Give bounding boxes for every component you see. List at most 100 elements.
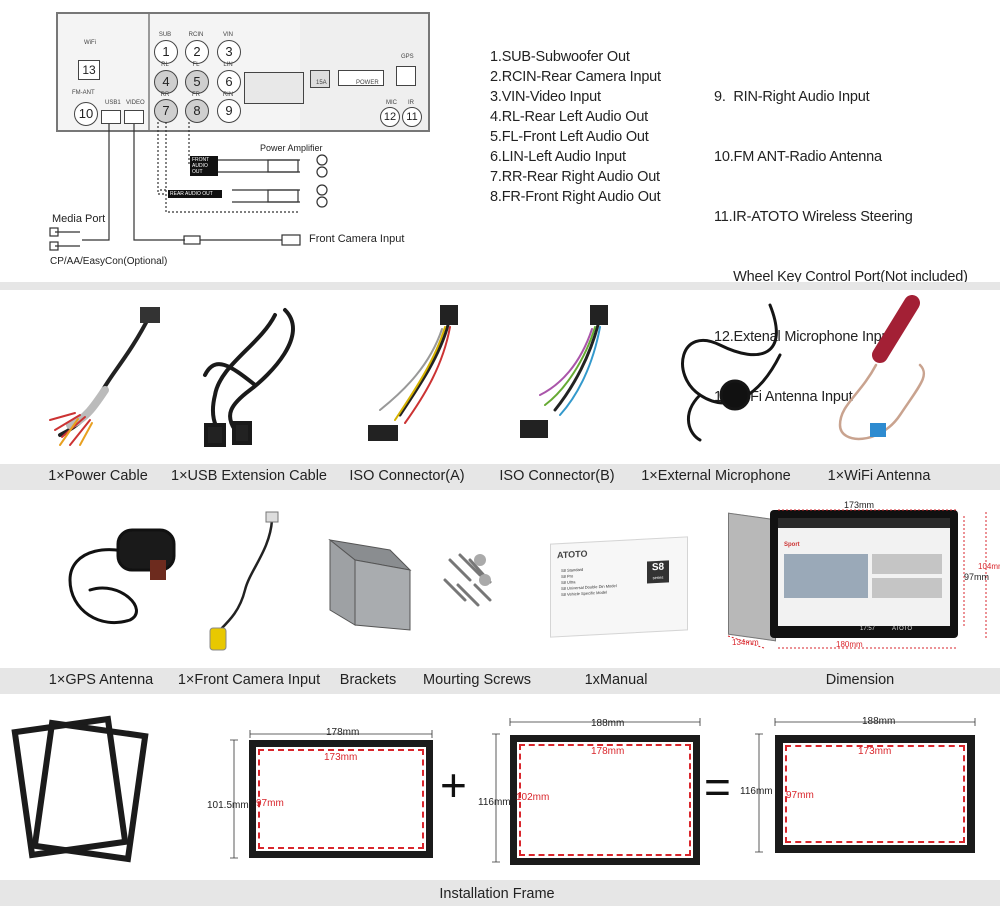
frame2-outer-height: 116mm — [478, 797, 511, 808]
manual-model: S8 — [651, 561, 665, 574]
frame1-inner-width: 173mm — [324, 752, 358, 763]
screen-photo — [784, 554, 868, 598]
pin-4: 4 — [154, 70, 178, 94]
inner-opening — [519, 744, 691, 856]
rcin-label: RCIN — [188, 32, 204, 38]
pin-12: 12 — [380, 107, 400, 127]
wiring-lines — [49, 122, 328, 251]
head-unit-rear-panel: WiFi 13 FM-ANT 10 USB1 VIDEO SUB 1 RL 4 … — [56, 12, 430, 132]
brackets-image — [328, 538, 412, 631]
pin-8: 8 — [185, 99, 209, 123]
equals-sign: = — [704, 761, 731, 813]
inner-opening — [258, 749, 424, 849]
frame2-inner-height: 102mm — [516, 792, 550, 803]
power-label: POWER — [356, 80, 379, 86]
frame1-outer-height: 101.5mm — [207, 800, 249, 811]
manual-brand: ATOTO — [557, 548, 588, 561]
legend-item: 11.IR-ATOTO Wireless Steering — [714, 209, 913, 225]
frame-combined — [775, 735, 975, 853]
gps-antenna-image — [68, 528, 176, 625]
caption-usb-extension-cable: 1×USB Extension Cable — [171, 468, 327, 484]
screen-photo — [872, 554, 942, 574]
caption-front-camera-input: 1×Front Camera Input — [177, 672, 321, 688]
wifi-antenna-image — [838, 295, 926, 441]
frame3-inner-height: 97mm — [786, 790, 814, 801]
vin-label: VIN — [222, 32, 233, 38]
caption-dimension: Dimension — [825, 672, 895, 688]
screen-section: Sport — [784, 542, 800, 548]
caption-power-cable: 1×Power Cable — [48, 468, 148, 484]
pin-10: 10 — [74, 102, 98, 126]
mounting-screws-image — [443, 553, 492, 607]
frame-outer-bezel — [510, 735, 700, 865]
dim-height-outer: 104mm — [978, 562, 1000, 571]
usb1-label: USB1 — [105, 100, 121, 106]
fuse — [310, 70, 330, 88]
legend-item: 5.FL-Front Left Audio Out — [490, 129, 649, 145]
lin-label: LIN — [223, 62, 233, 68]
frame1-outer-width: 178mm — [326, 727, 360, 738]
mic-label: MIC — [386, 100, 397, 106]
ir-label: IR — [408, 100, 414, 106]
caption-gps-antenna: 1×GPS Antenna — [48, 672, 154, 688]
pin-5: 5 — [185, 70, 209, 94]
legend-item: 1.SUB-Subwoofer Out — [490, 49, 630, 65]
rl-label: RL — [161, 62, 169, 68]
gps-label: GPS — [401, 54, 414, 60]
dim-width-top: 173mm — [844, 500, 875, 510]
front-camera-input-image — [209, 511, 279, 651]
frame2-dimension-lines — [492, 718, 701, 863]
pin-11: 11 — [402, 107, 422, 127]
caption-band-row1 — [0, 464, 1000, 490]
pin-legend-left: 1.SUB-Subwoofer Out 2.RCIN-Rear Camera I… — [490, 47, 661, 207]
frame-illustration — [31, 719, 149, 863]
pin-7: 7 — [154, 99, 178, 123]
power-amplifier-label: Power Amplifier — [260, 143, 323, 153]
frame3-inner-width: 173mm — [858, 746, 892, 757]
device-screen: Sport — [778, 518, 950, 626]
manual-items: S8 Standard S8 Pro S8 Ultra S8 Universal… — [561, 565, 617, 598]
caption-brackets: Brackets — [339, 672, 397, 688]
usb1-port — [101, 110, 121, 124]
manual-model-badge: S8 series — [647, 560, 669, 584]
media-port-sublabel: CP/AA/EasyCon(Optional) — [50, 256, 168, 267]
rr-label: RR — [160, 92, 170, 98]
plus-sign: + — [440, 759, 467, 811]
power-cable-image — [49, 307, 160, 446]
usb-extension-cable-image — [203, 308, 295, 447]
sub-label: SUB — [158, 32, 172, 38]
frame-double-din — [249, 740, 433, 858]
frame1-inner-height: 97mm — [256, 798, 284, 809]
installation-frame-caption: Installation Frame — [439, 886, 555, 902]
rin-label: RIN — [222, 92, 234, 98]
gps-port — [396, 66, 416, 86]
front-camera-input-label: Front Camera Input — [309, 233, 405, 245]
fuse-label: 15A — [316, 80, 327, 86]
legend-item: 8.FR-Front Right Audio Out — [490, 189, 661, 205]
rear-audio-out-tag: REAR AUDIO OUT — [168, 190, 222, 198]
screen-photo — [872, 578, 942, 598]
screen-time: 17:57 — [860, 626, 876, 632]
pin-13: 13 — [78, 60, 100, 80]
separator-band — [0, 282, 1000, 290]
screen-brand: ATOTO — [892, 626, 913, 632]
device-front: Sport 17:57 ATOTO — [770, 510, 958, 638]
pin-3: 3 — [217, 40, 241, 64]
wiring-diagram: WiFi 13 FM-ANT 10 USB1 VIDEO SUB 1 RL 4 … — [0, 0, 1000, 405]
frame1-dimension-lines — [230, 730, 433, 859]
installation-frames-image — [11, 712, 149, 872]
pin-legend-right: 9. RIN-Right Audio Input 10.FM ANT-Radio… — [714, 47, 968, 447]
frame2-inner-width: 178mm — [591, 746, 625, 757]
dim-depth: 134mm — [732, 638, 759, 647]
legend-item: 9. RIN-Right Audio Input — [714, 89, 870, 105]
caption-wifi-antenna: 1×WiFi Antenna — [827, 468, 931, 484]
external-microphone-image — [681, 303, 782, 442]
video-label: VIDEO — [126, 100, 145, 106]
front-audio-out-tag: FRONT AUDIO OUT — [190, 156, 218, 176]
pin-2: 2 — [185, 40, 209, 64]
dim-width-bottom: 180mm — [836, 640, 863, 649]
manual-image: ATOTO S8 series S8 Standard S8 Pro S8 Ul… — [550, 536, 688, 638]
screen-statusbar — [778, 518, 950, 528]
caption-band-row2 — [0, 668, 1000, 694]
power-connector — [244, 72, 304, 104]
